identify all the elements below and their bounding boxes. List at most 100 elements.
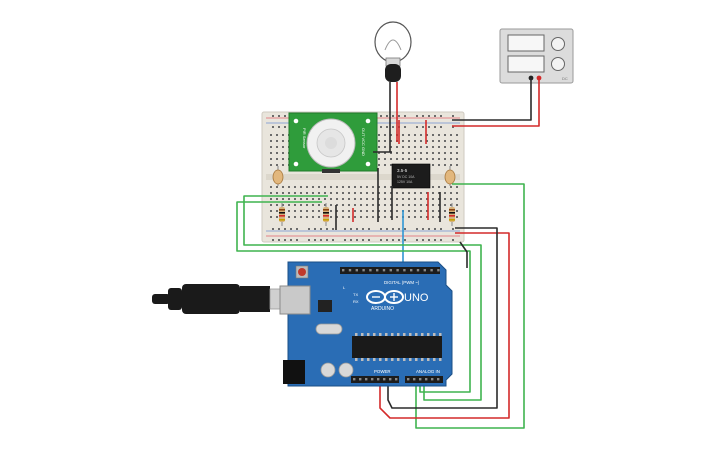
- breadboard-hole: [390, 186, 392, 188]
- relay-label-2: 5V DC 10A: [397, 175, 415, 179]
- rail-hole: [434, 126, 436, 128]
- wire-green-left-outer[interactable]: [243, 195, 482, 401]
- wire-black-gnd[interactable]: [387, 227, 498, 409]
- chip-pin: [433, 333, 436, 336]
- model-label: UNO: [404, 292, 429, 304]
- breadboard-hole: [294, 198, 296, 200]
- breadboard-hole: [408, 134, 410, 136]
- rail-hole: [308, 228, 310, 230]
- breadboard-hole: [450, 164, 452, 166]
- chip-pin: [355, 358, 358, 361]
- breadboard-hole: [456, 186, 458, 188]
- resistor-middle[interactable]: [323, 203, 329, 226]
- rail-hole: [428, 126, 430, 128]
- breadboard-hole: [276, 204, 278, 206]
- breadboard-hole: [378, 164, 380, 166]
- wire-gnd-header[interactable]: [459, 241, 468, 268]
- header-pin: [396, 269, 399, 272]
- reset-button[interactable]: [298, 268, 306, 276]
- header-pin: [425, 378, 428, 381]
- rail-hole: [452, 115, 454, 117]
- breadboard-hole: [276, 198, 278, 200]
- wire-green-left-inner[interactable]: [236, 201, 471, 393]
- breadboard-hole: [378, 210, 380, 212]
- breadboard-hole: [312, 198, 314, 200]
- voltage-display: [507, 34, 545, 52]
- breadboard-hole: [336, 204, 338, 206]
- breadboard-hole: [336, 198, 338, 200]
- breadboard-hole: [384, 192, 386, 194]
- analog-header[interactable]: [405, 376, 443, 383]
- wire-supply-negative[interactable]: [452, 78, 532, 121]
- rail-hole: [422, 239, 424, 241]
- current-knob-icon[interactable]: [551, 57, 565, 71]
- voltage-knob-icon[interactable]: [551, 37, 565, 51]
- chip-pin: [409, 358, 412, 361]
- usb-cable-icon[interactable]: [152, 284, 295, 314]
- breadboard-hole: [306, 210, 308, 212]
- breadboard-hole: [444, 198, 446, 200]
- breadboard-hole: [276, 210, 278, 212]
- power-supply-label: DC: [562, 76, 568, 81]
- breadboard-hole: [360, 204, 362, 206]
- breadboard-hole: [396, 198, 398, 200]
- breadboard-hole: [342, 192, 344, 194]
- chip-pin: [427, 358, 430, 361]
- breadboard-hole: [312, 204, 314, 206]
- breadboard-hole: [390, 134, 392, 136]
- rail-hole: [452, 228, 454, 230]
- usb-port[interactable]: [279, 285, 311, 315]
- breadboard-hole: [390, 216, 392, 218]
- breadboard-hole: [270, 216, 272, 218]
- arduino-uno[interactable]: DIGITAL (PWM ~) POWER ANALOG IN TX RX L …: [279, 261, 453, 387]
- pir-right-label: OUT VCC GND: [361, 128, 366, 156]
- wire-red-5v[interactable]: [379, 232, 510, 419]
- breadboard-hole: [378, 198, 380, 200]
- power-jack[interactable]: [283, 360, 305, 384]
- relay-module[interactable]: 3.5-5 5V DC 10A 125V 10A: [391, 163, 431, 189]
- breadboard-hole: [300, 216, 302, 218]
- header-pin: [419, 378, 422, 381]
- breadboard-hole: [444, 140, 446, 142]
- header-pin: [389, 378, 392, 381]
- breadboard-hole: [282, 164, 284, 166]
- rail-hole: [284, 228, 286, 230]
- breadboard-hole: [420, 158, 422, 160]
- breadboard-hole: [378, 152, 380, 154]
- breadboard-hole: [450, 158, 452, 160]
- breadboard-hole: [300, 192, 302, 194]
- breadboard-hole: [420, 204, 422, 206]
- breadboard-hole: [276, 216, 278, 218]
- breadboard-hole: [360, 198, 362, 200]
- breadboard-hole: [420, 216, 422, 218]
- breadboard-hole: [294, 186, 296, 188]
- rail-hole: [356, 239, 358, 241]
- light-bulb-icon[interactable]: [374, 21, 412, 82]
- photoresistor-left[interactable]: [272, 166, 284, 186]
- breadboard-hole: [366, 198, 368, 200]
- rail-hole: [434, 239, 436, 241]
- photoresistor-right[interactable]: [444, 166, 456, 186]
- chip-pin: [391, 333, 394, 336]
- breadboard-hole: [306, 192, 308, 194]
- breadboard-hole: [372, 192, 374, 194]
- breadboard-hole: [288, 192, 290, 194]
- rail-hole: [350, 228, 352, 230]
- resistor-left[interactable]: [279, 203, 285, 226]
- breadboard-hole: [426, 158, 428, 160]
- pir-sensor[interactable]: PIR Sensor OUT VCC GND: [288, 112, 378, 173]
- breadboard-hole: [366, 204, 368, 206]
- breadboard-hole: [288, 210, 290, 212]
- breadboard-hole: [420, 198, 422, 200]
- breadboard-hole: [402, 152, 404, 154]
- power-header[interactable]: [351, 376, 399, 383]
- header-pin: [407, 378, 410, 381]
- resistor-right[interactable]: [449, 203, 455, 226]
- chip-pin: [415, 333, 418, 336]
- rail-hole: [392, 115, 394, 117]
- wire-supply-positive[interactable]: [452, 78, 540, 127]
- dc-power-supply[interactable]: DC: [499, 28, 574, 84]
- wire-green-right[interactable]: [415, 183, 525, 429]
- breadboard-hole: [396, 216, 398, 218]
